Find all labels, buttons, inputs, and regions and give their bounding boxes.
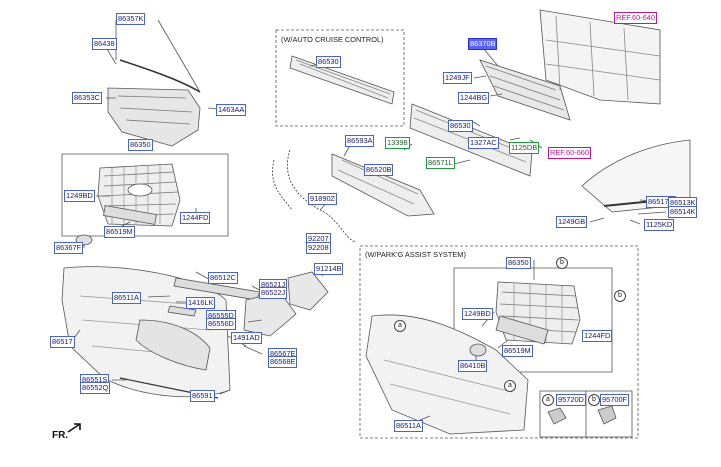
part-label-1249BD-b[interactable]: 1249BD bbox=[462, 308, 493, 320]
part-label-86350-a[interactable]: 86350 bbox=[128, 139, 153, 151]
callout-b-top: b bbox=[556, 257, 568, 269]
part-label-86568E[interactable]: 86568E bbox=[268, 356, 298, 368]
part-label-86357K[interactable]: 86357K bbox=[116, 13, 146, 25]
callout-b-right: b bbox=[614, 290, 626, 302]
part-label-86514K[interactable]: 86514K bbox=[668, 206, 698, 218]
part-label-1244BG[interactable]: 1244BG bbox=[458, 92, 490, 104]
part-label-86370B[interactable]: 86370B bbox=[468, 38, 498, 50]
part-label-86511A-b[interactable]: 86511A bbox=[394, 420, 423, 432]
absorber bbox=[331, 153, 435, 217]
part-label-1491AD[interactable]: 1491AD bbox=[231, 332, 262, 344]
grille-box bbox=[61, 153, 229, 237]
part-label-86519M-a[interactable]: 86519M bbox=[104, 226, 135, 238]
part-label-86552Q[interactable]: 86552Q bbox=[80, 382, 111, 394]
part-label-95720D[interactable]: 95720D bbox=[556, 394, 586, 406]
sensor-b bbox=[597, 405, 617, 425]
part-label-86593A[interactable]: 86593A bbox=[345, 135, 375, 147]
part-label-86350-b[interactable]: 86350 bbox=[506, 257, 531, 269]
bumper-cover-2 bbox=[365, 314, 529, 435]
part-label-13398[interactable]: 13398 bbox=[385, 137, 410, 149]
wiring-harness bbox=[286, 149, 357, 243]
front-arrow bbox=[67, 423, 81, 433]
radar-bracket bbox=[479, 59, 571, 121]
cruise-section-title: (W/AUTO CRUISE CONTROL) bbox=[281, 35, 384, 44]
part-label-86438[interactable]: 86438 bbox=[92, 38, 117, 50]
ref-label-60-640[interactable]: REF.60-640 bbox=[614, 12, 658, 24]
part-label-86512C[interactable]: 86512C bbox=[208, 272, 238, 284]
park-section-title: (W/PARK'G ASSIST SYSTEM) bbox=[365, 250, 466, 259]
part-label-86571L[interactable]: 86571L bbox=[426, 157, 455, 169]
part-label-1249GB[interactable]: 1249GB bbox=[556, 216, 588, 228]
part-label-86530-cruise[interactable]: 86530 bbox=[316, 56, 341, 68]
fender bbox=[581, 139, 691, 213]
part-label-1125DB[interactable]: 1125DB bbox=[509, 142, 540, 154]
part-label-1244FD-b[interactable]: 1244FD bbox=[582, 330, 613, 342]
bracket-86353C bbox=[107, 87, 201, 147]
ref-label-60-660[interactable]: REF.60-660 bbox=[548, 147, 592, 159]
front-direction-label: FR. bbox=[52, 430, 69, 441]
radiator-support bbox=[539, 9, 661, 105]
part-label-91214B[interactable]: 91214B bbox=[314, 263, 344, 275]
part-label-86519M-b[interactable]: 86519M bbox=[502, 345, 533, 357]
part-label-92208[interactable]: 92208 bbox=[306, 242, 331, 254]
part-label-86410B[interactable]: 86410B bbox=[458, 360, 488, 372]
part-label-86591[interactable]: 86591 bbox=[190, 390, 215, 402]
part-label-1249JF[interactable]: 1249JF bbox=[443, 72, 472, 84]
callout-b-legend: b bbox=[588, 394, 600, 406]
part-label-86517[interactable]: 86517 bbox=[50, 336, 75, 348]
part-label-1244FD-a[interactable]: 1244FD bbox=[180, 212, 211, 224]
part-label-86556D[interactable]: 86556D bbox=[206, 318, 236, 330]
cruise-section-box bbox=[275, 29, 405, 127]
part-label-86353C[interactable]: 86353C bbox=[72, 92, 102, 104]
part-label-86522J[interactable]: 86522J bbox=[259, 287, 288, 299]
callout-a-legend: a bbox=[542, 394, 554, 406]
callout-a-bottom: a bbox=[504, 380, 516, 392]
part-label-1125KD[interactable]: 1125KD bbox=[644, 219, 675, 231]
callout-a-left: a bbox=[394, 320, 406, 332]
part-label-1416LK[interactable]: 1416LK bbox=[186, 297, 216, 309]
part-label-86367F[interactable]: 86367F bbox=[54, 242, 84, 254]
part-label-1463AA[interactable]: 1463AA bbox=[216, 104, 247, 116]
sensor-a bbox=[547, 407, 567, 425]
part-label-1327AC[interactable]: 1327AC bbox=[468, 137, 499, 149]
part-label-1249BD-a[interactable]: 1249BD bbox=[64, 190, 95, 202]
part-label-86520B[interactable]: 86520B bbox=[364, 164, 394, 176]
part-label-91890Z[interactable]: 91890Z bbox=[308, 193, 338, 205]
part-label-95700F[interactable]: 95700F bbox=[600, 394, 630, 406]
part-label-86511A-a[interactable]: 86511A bbox=[112, 292, 141, 304]
upper-strip bbox=[119, 59, 201, 93]
part-label-86530-beam[interactable]: 86530 bbox=[448, 120, 473, 132]
